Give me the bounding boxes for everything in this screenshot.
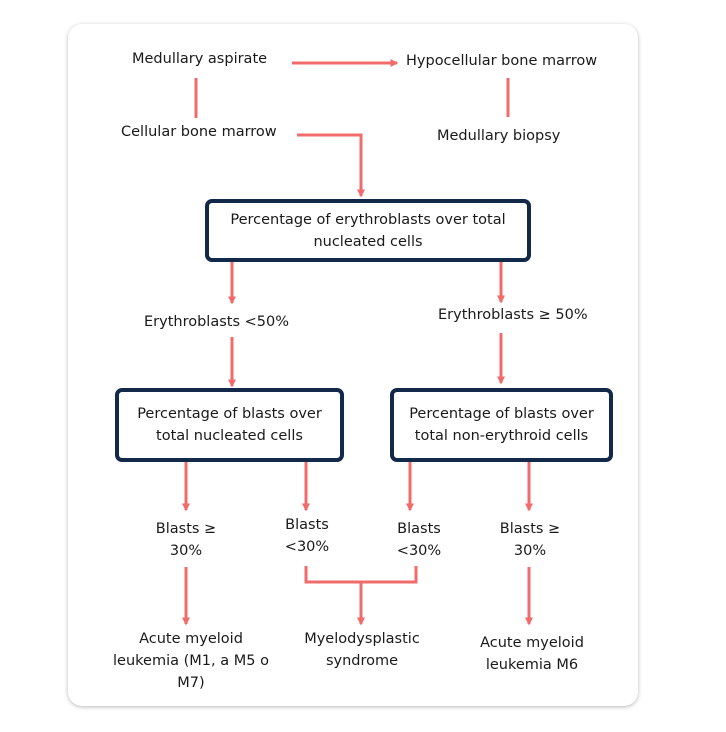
line-lt30-merge [304,566,418,584]
box-blasts-total-nucleated: Percentage of blasts over total nucleate… [115,388,344,462]
node-myelodysplastic-syndrome: Myelodysplastic syndrome [304,631,420,669]
box-blasts-non-erythroid: Percentage of blasts over total non-eryt… [390,388,613,462]
box-percentage-erythroblasts-text: Percentage of erythroblasts over total n… [230,211,506,250]
node-erythroblasts-ge50: Erythroblasts ≥ 50% [438,307,588,323]
box-blasts-total-nucleated-text: Percentage of blasts over total nucleate… [137,406,322,444]
box-percentage-erythroblasts: Percentage of erythroblasts over total n… [205,199,531,262]
node-aml-m1-m5-m7: Acute myeloid leukemia (M1, a M5 o M7) [113,631,269,691]
node-blasts-ge30-right: Blasts ≥ 30% [499,521,561,559]
node-medullary-aspirate: Medullary aspirate [132,51,268,67]
arrow-cellular-to-erythroblasts-box [297,133,365,198]
node-aml-m6: Acute myeloid leukemia M6 [480,635,584,673]
node-erythroblasts-lt50: Erythroblasts <50% [144,314,289,330]
node-cellular-bone-marrow: Cellular bone marrow [121,124,277,140]
node-blasts-ge30-left: Blasts ≥ 30% [155,521,217,559]
node-blasts-lt30-b: Blasts <30% [396,521,442,559]
diagram-card [68,24,638,706]
node-blasts-lt30-a: Blasts <30% [284,517,330,555]
box-blasts-non-erythroid-text: Percentage of blasts over total non-eryt… [409,406,594,444]
node-medullary-biopsy: Medullary biopsy [437,128,561,144]
node-hypocellular-bone-marrow: Hypocellular bone marrow [406,53,598,69]
